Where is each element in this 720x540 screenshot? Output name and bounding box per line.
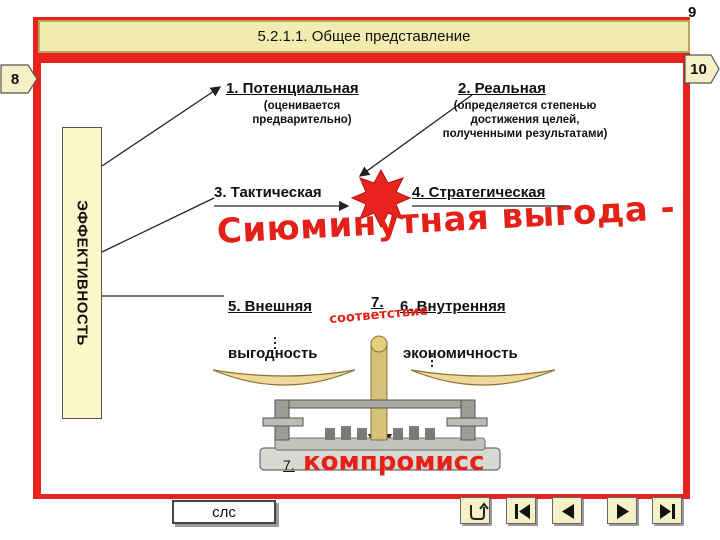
prev-slide-link[interactable]: 8 xyxy=(0,64,38,94)
arrow-right-shape-icon xyxy=(684,54,720,84)
correspondence-number: 7. xyxy=(371,294,384,311)
last-slide-button[interactable] xyxy=(652,497,682,524)
potential-note: (оценивается предварительно) xyxy=(228,99,376,127)
potential-label: 1. Потенциальная xyxy=(226,80,359,97)
previous-slide-icon xyxy=(562,504,574,519)
internal-label: 6. Внутренняя xyxy=(400,298,506,315)
strategic-label: 4. Стратегическая xyxy=(412,184,546,201)
return-icon xyxy=(470,502,489,520)
arrow-right-shape-icon xyxy=(0,64,38,94)
first-slide-icon xyxy=(515,504,530,519)
slc-button[interactable]: слс xyxy=(172,500,276,524)
next-slide-icon xyxy=(617,504,629,519)
potential-note-line2: предварительно) xyxy=(252,114,352,126)
slide-title-bar: 5.2.1.1. Общее представление xyxy=(38,20,690,53)
compromise-label: компромисс xyxy=(303,447,485,477)
arrow-to-potential xyxy=(101,86,222,167)
first-slide-button[interactable] xyxy=(506,497,536,524)
last-slide-icon xyxy=(660,504,675,519)
starburst-icon xyxy=(350,168,412,229)
return-button[interactable] xyxy=(460,497,490,524)
scales-illustration xyxy=(212,335,556,471)
effectiveness-label-box: ЭФФЕКТИВНОСТЬ xyxy=(62,127,102,419)
real-note: (определяется степенью достижения целей,… xyxy=(420,99,630,141)
prev-slide-number: 8 xyxy=(10,70,20,88)
internal-sublabel: экономичность xyxy=(403,345,518,362)
external-sublabel: выгодность xyxy=(228,345,318,362)
previous-slide-button[interactable] xyxy=(552,497,582,524)
real-note-line1: (определяется степенью xyxy=(453,100,597,112)
arrow-real-to-burst xyxy=(358,94,473,177)
next-slide-number: 10 xyxy=(690,60,707,78)
compromise-number: 7. xyxy=(283,457,295,473)
page-number: 9 xyxy=(688,4,697,21)
next-slide-link[interactable]: 10 xyxy=(684,54,720,84)
external-label: 5. Внешняя xyxy=(228,298,312,315)
tactical-label: 3. Тактическая xyxy=(214,184,322,201)
line-to-tactical xyxy=(101,197,215,253)
real-note-line2: достижения целей, xyxy=(470,114,580,126)
real-note-line3: полученными результатами) xyxy=(442,128,608,140)
slide-title: 5.2.1.1. Общее представление xyxy=(257,28,471,45)
potential-note-line1: (оценивается xyxy=(263,100,341,112)
next-slide-button[interactable] xyxy=(607,497,637,524)
real-label: 2. Реальная xyxy=(458,80,546,97)
